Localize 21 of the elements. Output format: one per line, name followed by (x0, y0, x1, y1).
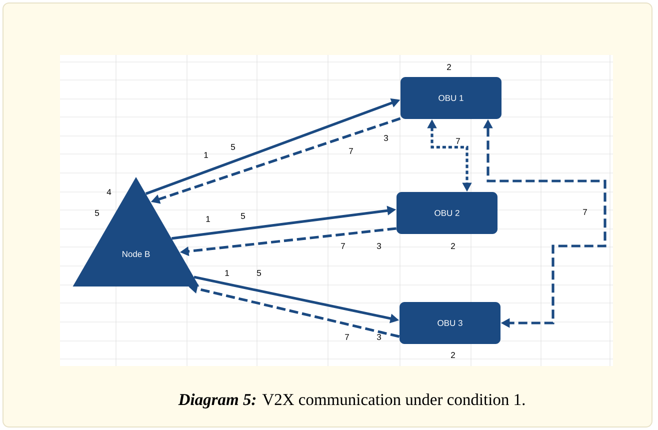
step-number: 7 (345, 334, 349, 340)
step-number: 7 (456, 138, 460, 144)
step-number: 5 (257, 270, 262, 276)
step-number: 1 (204, 152, 208, 158)
step-number: 3 (376, 334, 381, 340)
device-box: OBU 3 (400, 302, 500, 344)
device-box: OBU 1 (400, 77, 502, 119)
device-box: OBU 2 (396, 192, 498, 234)
step-number: 3 (384, 135, 388, 141)
step-number: 5 (240, 213, 246, 219)
step-number: 7 (349, 148, 353, 154)
step-number: 4 (106, 189, 112, 195)
step-number: 5 (95, 210, 100, 216)
step-number: 7 (583, 209, 587, 215)
step-number: 2 (451, 352, 455, 358)
step-number: 2 (451, 243, 455, 249)
step-number: 7 (341, 243, 345, 249)
step-number: 5 (231, 144, 236, 150)
step-number: 1 (225, 270, 229, 276)
caption: Diagram 5: V2X communication under condition 1. (178, 394, 525, 408)
step-number: 3 (376, 243, 381, 249)
